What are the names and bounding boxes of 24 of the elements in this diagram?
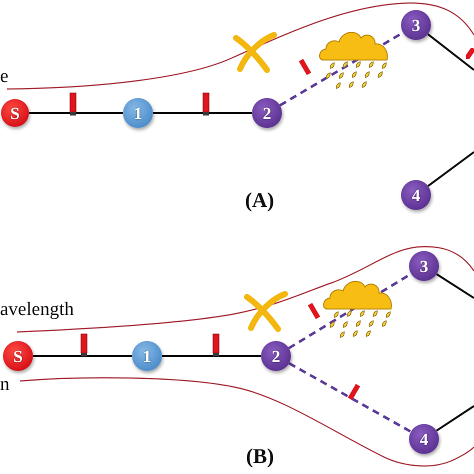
- connector-line: [162, 355, 261, 357]
- connector-line: [153, 112, 252, 114]
- connector-line: [436, 405, 474, 432]
- node-circle: 3: [409, 251, 439, 281]
- node-circle: 3: [401, 10, 431, 40]
- dashed-connector: [288, 362, 412, 433]
- node-circle: S: [3, 341, 33, 371]
- node-circle: 1: [132, 341, 162, 371]
- connector-line: [427, 151, 474, 187]
- connector-line: [29, 112, 123, 114]
- node-circle: 4: [401, 180, 431, 210]
- connector-line: [33, 355, 132, 357]
- text-label: avelength: [0, 299, 74, 321]
- node-circle: 1: [123, 98, 153, 128]
- panel-label: (A): [245, 189, 274, 211]
- text-label: e: [0, 66, 8, 88]
- node-circle: 2: [252, 98, 282, 128]
- connector-line: [427, 33, 474, 71]
- connector-line: [436, 273, 474, 299]
- node-circle: S: [1, 99, 29, 127]
- node-circle: 2: [261, 341, 291, 371]
- text-label: n: [0, 374, 10, 396]
- node-circle: 4: [409, 424, 439, 454]
- panel-label: (B): [246, 445, 274, 467]
